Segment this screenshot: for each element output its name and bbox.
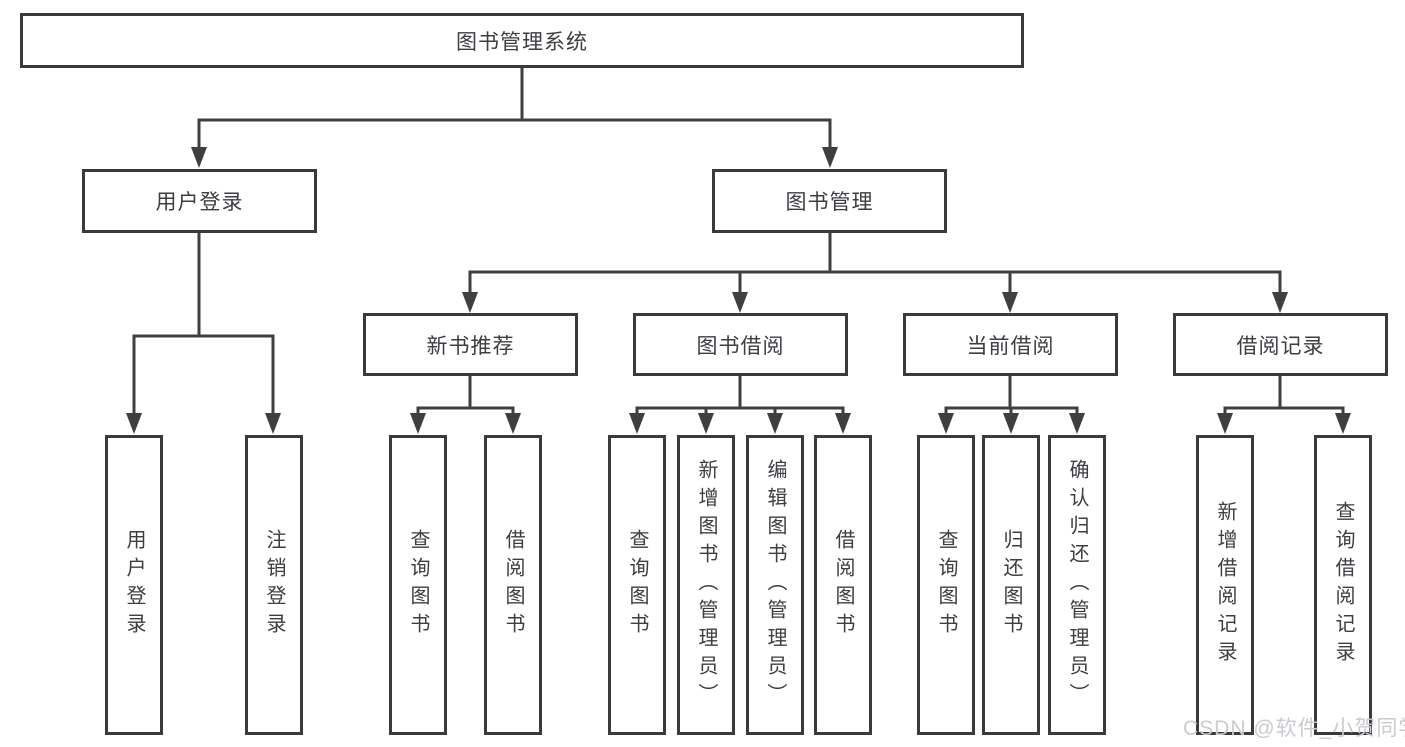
leaf-user-login: 用户登录 [105,435,163,735]
leaf-borrowing-add-books-admin: 新增图书（管理员） [677,435,735,735]
leaf-logout-label: 注销登录 [263,529,285,641]
leaf-newbooks-borrow-books-label: 借阅图书 [502,529,524,641]
leaf-records-query-borrow-record-label: 查询借阅记录 [1332,501,1354,669]
leaf-borrowing-borrow-books-label: 借阅图书 [832,529,854,641]
leaf-records-add-borrow-record-label: 新增借阅记录 [1214,501,1236,669]
node-book-management: 图书管理 [712,169,947,233]
node-user-login: 用户登录 [82,169,317,233]
leaf-current-return-books: 归还图书 [982,435,1040,735]
node-book-borrowing: 图书借阅 [633,313,848,376]
leaf-newbooks-query-books: 查询图书 [389,435,447,735]
leaf-borrowing-query-books-label: 查询图书 [626,529,648,641]
leaf-records-add-borrow-record: 新增借阅记录 [1196,435,1254,735]
leaf-logout: 注销登录 [245,435,303,735]
leaf-borrowing-edit-books-admin: 编辑图书（管理员） [746,435,804,735]
leaf-borrowing-query-books: 查询图书 [608,435,666,735]
leaf-current-confirm-return-admin: 确认归还（管理员） [1048,435,1106,735]
leaf-records-query-borrow-record: 查询借阅记录 [1314,435,1372,735]
leaf-user-login-label: 用户登录 [123,529,145,641]
node-library-management-system: 图书管理系统 [20,13,1024,68]
leaf-current-confirm-return-admin-label: 确认归还（管理员） [1066,459,1088,711]
arrowheads [126,147,1351,434]
leaf-borrowing-edit-books-admin-label: 编辑图书（管理员） [764,459,786,711]
node-borrowing-records: 借阅记录 [1173,313,1388,376]
leaf-newbooks-borrow-books: 借阅图书 [484,435,542,735]
leaf-borrowing-borrow-books: 借阅图书 [814,435,872,735]
leaf-current-query-books-label: 查询图书 [935,529,957,641]
leaf-current-return-books-label: 归还图书 [1000,529,1022,641]
node-new-book-recommendation: 新书推荐 [363,313,578,376]
node-current-borrowing: 当前借阅 [903,313,1118,376]
csdn-watermark: CSDN @软件_小贺同学 [1183,717,1405,740]
leaf-newbooks-query-books-label: 查询图书 [407,529,429,641]
leaf-current-query-books: 查询图书 [917,435,975,735]
leaf-borrowing-add-books-admin-label: 新增图书（管理员） [695,459,717,711]
